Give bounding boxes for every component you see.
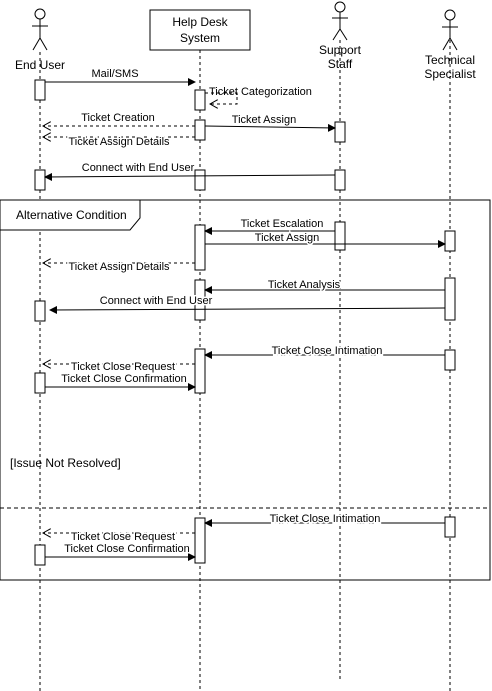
close-intimation-2-label: Ticket Close Intimation	[270, 513, 381, 525]
help-desk-activation	[194, 169, 206, 191]
help-desk-activation	[194, 348, 206, 394]
technical-specialist-activation	[444, 516, 456, 538]
end-user-activation	[34, 169, 46, 191]
support-staff-activation	[334, 121, 346, 143]
close-request-label: Ticket Close Request	[71, 361, 175, 373]
connect-end-user-label: Connect with End User	[82, 162, 195, 174]
alt-fragment-tab	[0, 199, 141, 231]
ticket-assign-details-label: Ticket Assign Details	[68, 136, 170, 148]
technical-specialist-activation	[444, 349, 456, 371]
ticket-assign-arrow	[204, 123, 336, 132]
ticket-analysis-label: Ticket Analysis	[268, 279, 341, 291]
alt-fragment-frame	[0, 199, 491, 581]
alt-fragment-label: Alternative Condition	[16, 208, 127, 222]
close-confirmation-label: Ticket Close Confirmation	[61, 373, 187, 385]
connect-end-user-arrow	[44, 172, 336, 181]
ticket-assign-2-label: Ticket Assign	[255, 232, 319, 244]
help-desk-activation	[194, 224, 206, 271]
help-desk-activation	[194, 517, 206, 564]
close-intimation-label: Ticket Close Intimation	[272, 345, 383, 357]
help-desk-label-line2: System	[180, 31, 220, 45]
ticket-categorization-arrow	[205, 92, 238, 104]
help-desk-activation	[194, 119, 206, 141]
mail-sms-label: Mail/SMS	[91, 68, 138, 80]
technical-specialist-activation	[444, 230, 456, 252]
technical-specialist-actor-icon	[442, 9, 458, 51]
support-staff-actor-icon	[332, 1, 348, 41]
end-user-actor-icon	[32, 8, 48, 51]
help-desk-label-line1: Help Desk	[172, 15, 228, 29]
technical-specialist-label-line1: Technical	[425, 53, 475, 67]
alt-fragment-guard: [Issue Not Resolved]	[10, 456, 121, 470]
end-user-activation	[34, 79, 46, 101]
end-user-activation	[34, 544, 46, 566]
end-user-activation	[34, 372, 46, 394]
support-staff-label-line2: Staff	[328, 57, 353, 71]
ticket-assign-details-2-label: Ticket Assign Details	[68, 261, 170, 273]
end-user-label: End User	[15, 58, 65, 72]
support-staff-label-line1: Support	[319, 43, 362, 57]
support-staff-activation	[334, 221, 346, 251]
technical-specialist-activation	[444, 277, 456, 321]
ticket-escalation-label: Ticket Escalation	[241, 218, 324, 230]
support-staff-activation	[334, 169, 346, 191]
help-desk-activation	[194, 279, 206, 321]
help-desk-participant-box	[149, 9, 251, 51]
technical-specialist-label-line2: Specialist	[424, 67, 476, 81]
ticket-assign-label: Ticket Assign	[232, 114, 296, 126]
ticket-categorization-label: Ticket Categorization	[209, 86, 312, 98]
connect-end-user-2-label: Connect with End User	[100, 295, 213, 307]
close-confirmation-2-label: Ticket Close Confirmation	[64, 543, 190, 555]
connect-end-user-2-arrow	[49, 305, 446, 314]
help-desk-activation	[194, 89, 206, 111]
end-user-activation	[34, 300, 46, 322]
ticket-creation-label: Ticket Creation	[81, 112, 155, 124]
close-request-2-label: Ticket Close Request	[71, 531, 175, 543]
